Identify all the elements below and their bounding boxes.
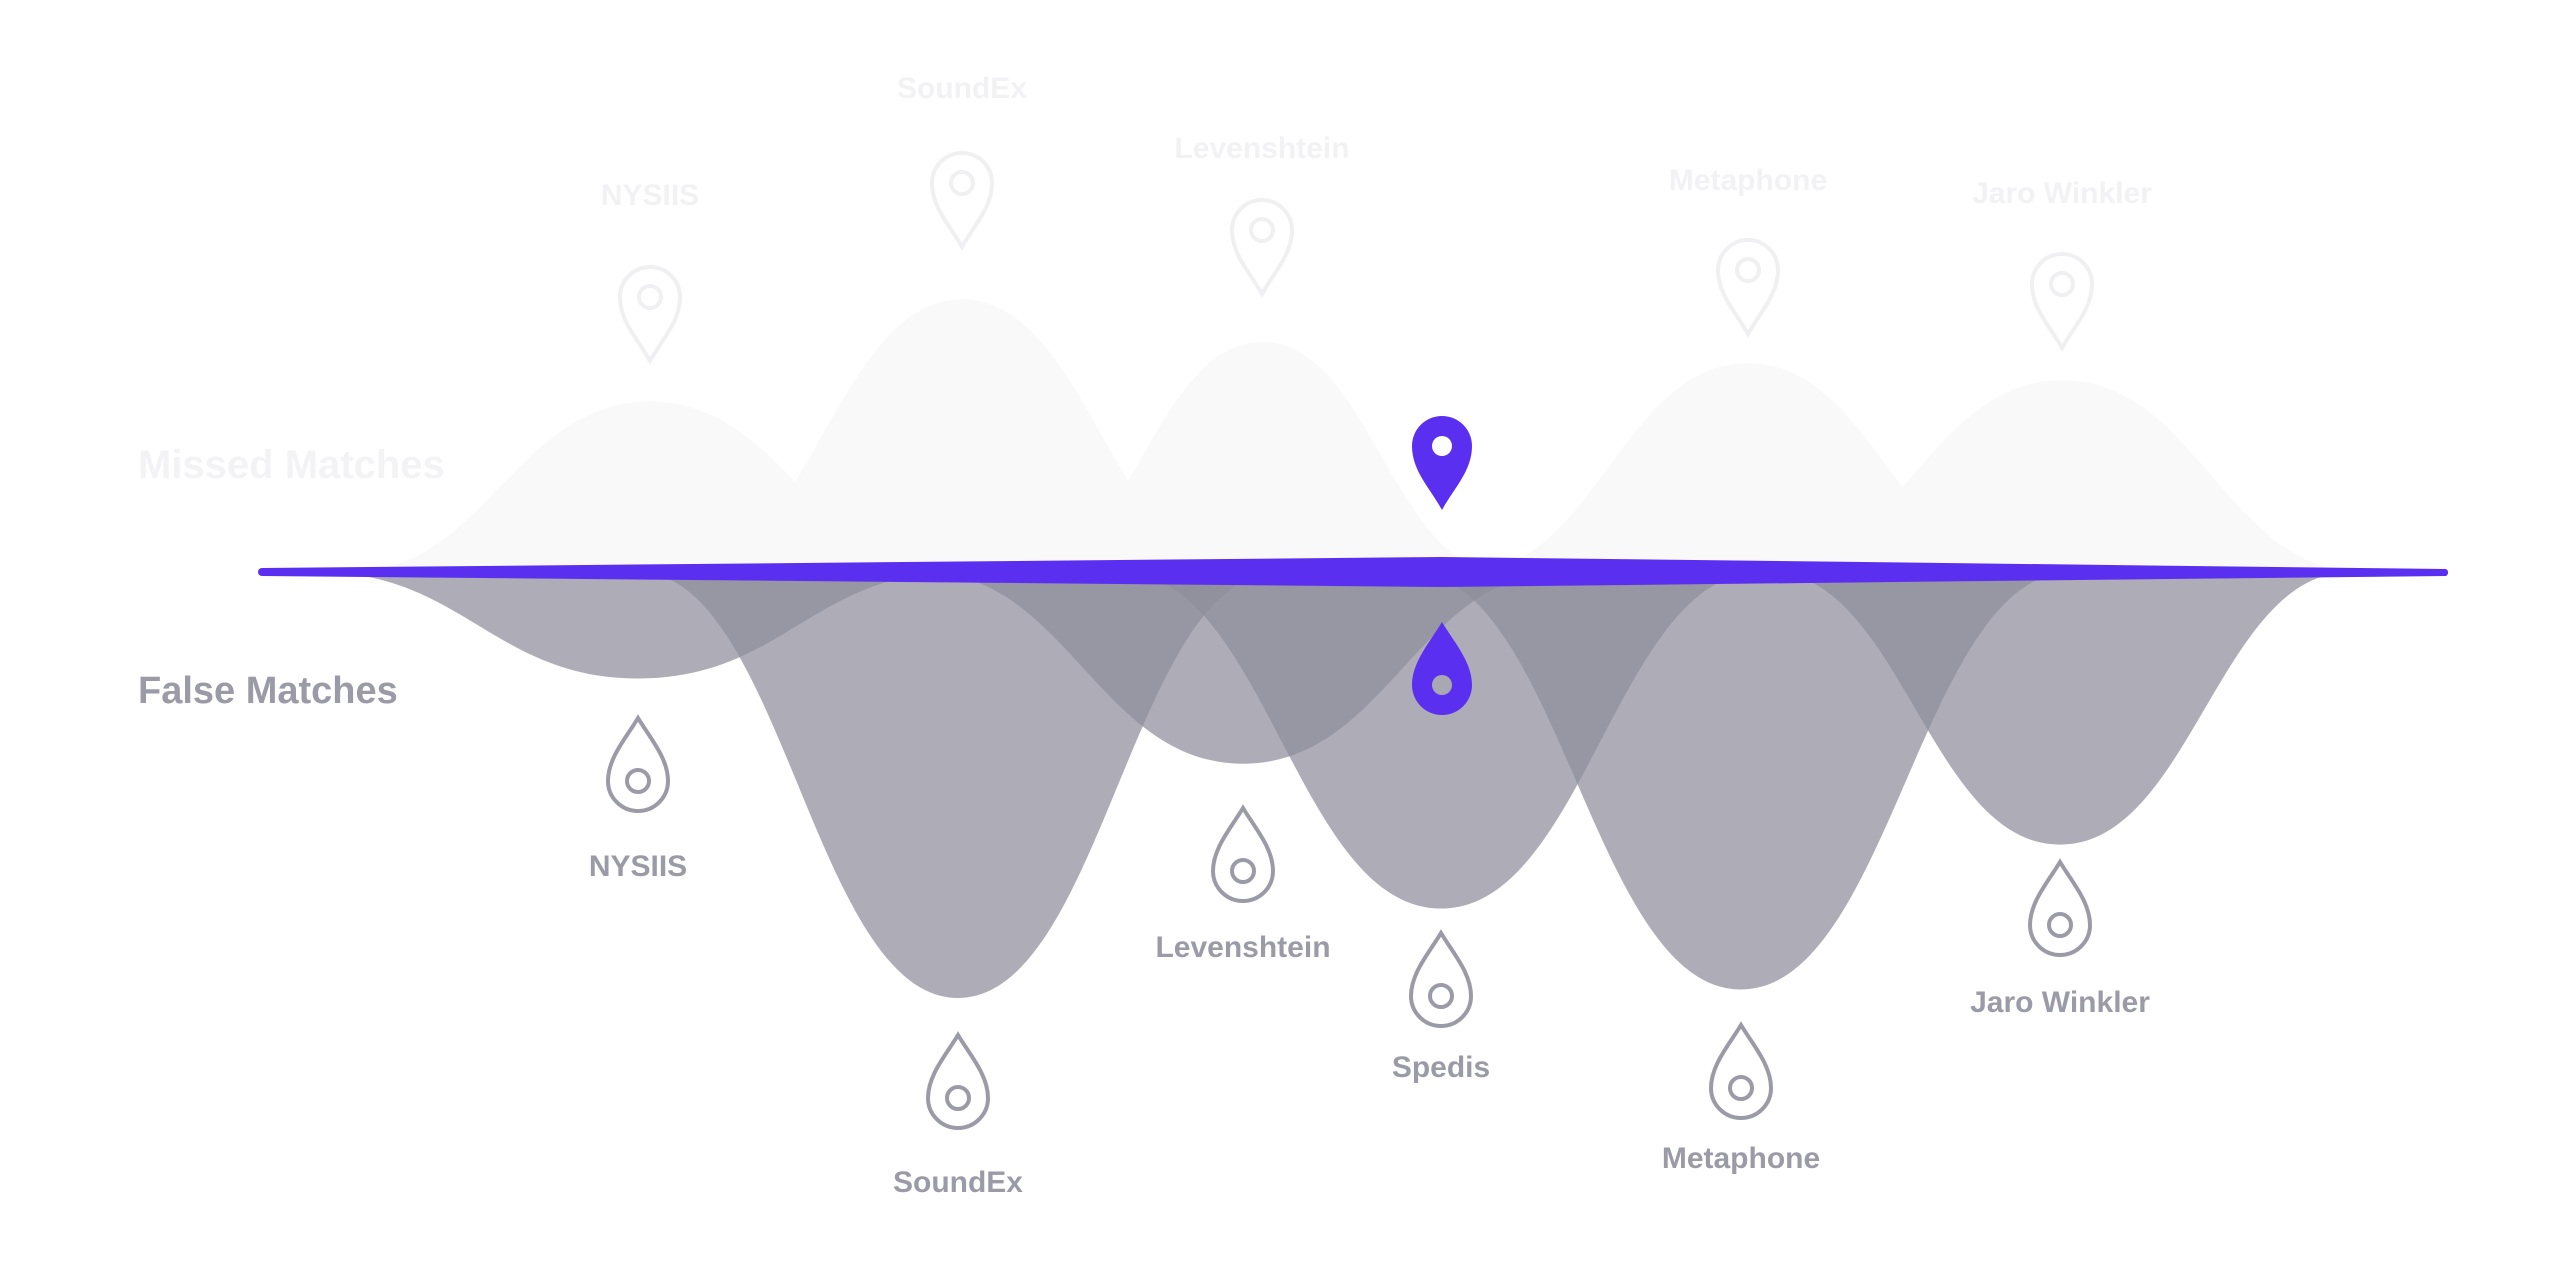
false-label-metaphone: Metaphone [1662,1142,1820,1175]
false-label-soundex: SoundEx [893,1166,1023,1199]
false-label-nysiis: NYSIIS [589,850,687,883]
baseline-bar [258,557,2449,587]
map-pin-filled-icon [1412,416,1472,510]
false-matches-areas [318,572,2350,998]
missed-area-soundex [682,299,1242,572]
missed-area-levenshtein [1022,341,1502,572]
missed-label-metaphone: Metaphone [1669,164,1827,197]
map-pin-icon-nysiis [617,265,683,366]
map-pin-icon-levenshtein [1229,198,1295,299]
drop-pin-filled-icon [1412,622,1472,715]
missed-label-jaro-winkler: Jaro Winkler [1972,177,2152,210]
map-pin-icon-metaphone [1715,238,1781,339]
false-area-jaro-winkler [1770,572,2350,845]
missed-label-nysiis: NYSIIS [601,179,699,212]
drop-pin-icon-spedis [1408,929,1474,1028]
false-label-levenshtein: Levenshtein [1155,931,1330,964]
missed-area-jaro-winkler [1762,380,2362,572]
false-label-jaro-winkler: Jaro Winkler [1970,986,2150,1019]
highlight-markers [1412,416,1472,715]
drop-pin-icon-levenshtein [1210,804,1276,903]
missed-matches-label: Missed Matches [138,443,445,487]
map-pin-icon-soundex [929,151,995,252]
missed-label-soundex: SoundEx [897,72,1027,105]
false-label-spedis: Spedis [1392,1051,1490,1084]
missed-matches-areas [350,299,2362,572]
drop-pin-icon-metaphone [1708,1021,1774,1120]
map-pin-icon-jaro-winkler [2029,252,2095,353]
drop-pin-icon-jaro-winkler [2027,858,2093,957]
false-matches-label: False Matches [138,670,398,712]
drop-pin-icon-nysiis [605,714,671,813]
missed-label-levenshtein: Levenshtein [1174,132,1349,165]
drop-pin-icon-soundex [925,1031,991,1130]
